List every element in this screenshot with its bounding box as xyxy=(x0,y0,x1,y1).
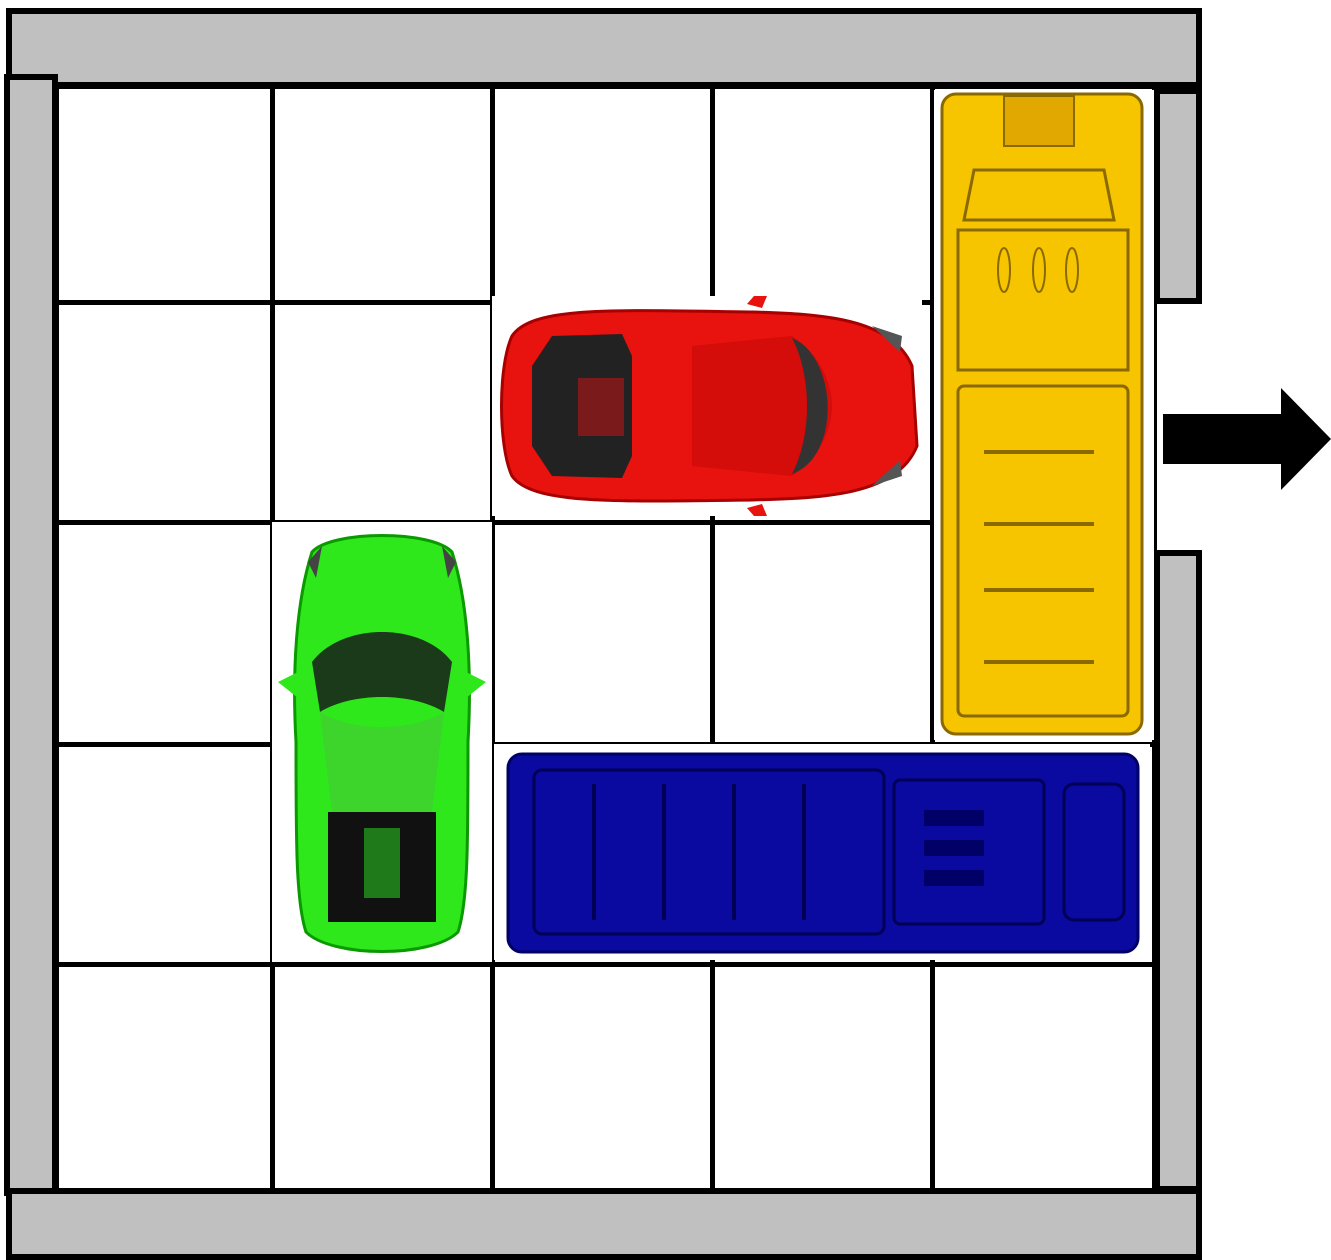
grid-cell-r3-c1 xyxy=(54,520,275,747)
red-sports-car[interactable] xyxy=(492,296,922,516)
grid-cell-r5-c3 xyxy=(490,962,715,1193)
grid-cell-r1-c2 xyxy=(270,84,495,305)
grid-cell-r5-c1 xyxy=(54,962,275,1193)
right-wall-lower xyxy=(1154,550,1202,1192)
green-sports-car[interactable] xyxy=(272,522,492,962)
grid-cell-r1-c3 xyxy=(490,84,715,305)
grid-cell-r3-c4 xyxy=(710,520,935,747)
grid-cell-r1-c1 xyxy=(54,84,275,305)
grid-cell-r5-c2 xyxy=(270,962,495,1193)
grid-cell-r2-c2 xyxy=(270,300,495,525)
exit-arrow-icon xyxy=(1163,388,1331,490)
bottom-wall xyxy=(6,1188,1202,1260)
left-wall xyxy=(4,74,58,1196)
top-wall xyxy=(6,8,1202,88)
grid-cell-r5-c5 xyxy=(930,962,1157,1193)
yellow-truck-icon xyxy=(934,90,1154,740)
red-sports-car-icon xyxy=(492,296,922,516)
grid-cell-r1-c4 xyxy=(710,84,935,305)
right-wall-upper xyxy=(1154,88,1202,304)
yellow-truck[interactable] xyxy=(934,90,1154,740)
grid-cell-r2-c1 xyxy=(54,300,275,525)
grid-cell-r4-c1 xyxy=(54,742,275,967)
blue-truck[interactable] xyxy=(494,744,1150,960)
green-sports-car-icon xyxy=(272,522,492,962)
blue-truck-icon xyxy=(494,744,1150,960)
grid-cell-r3-c3 xyxy=(490,520,715,747)
grid-cell-r5-c4 xyxy=(710,962,935,1193)
